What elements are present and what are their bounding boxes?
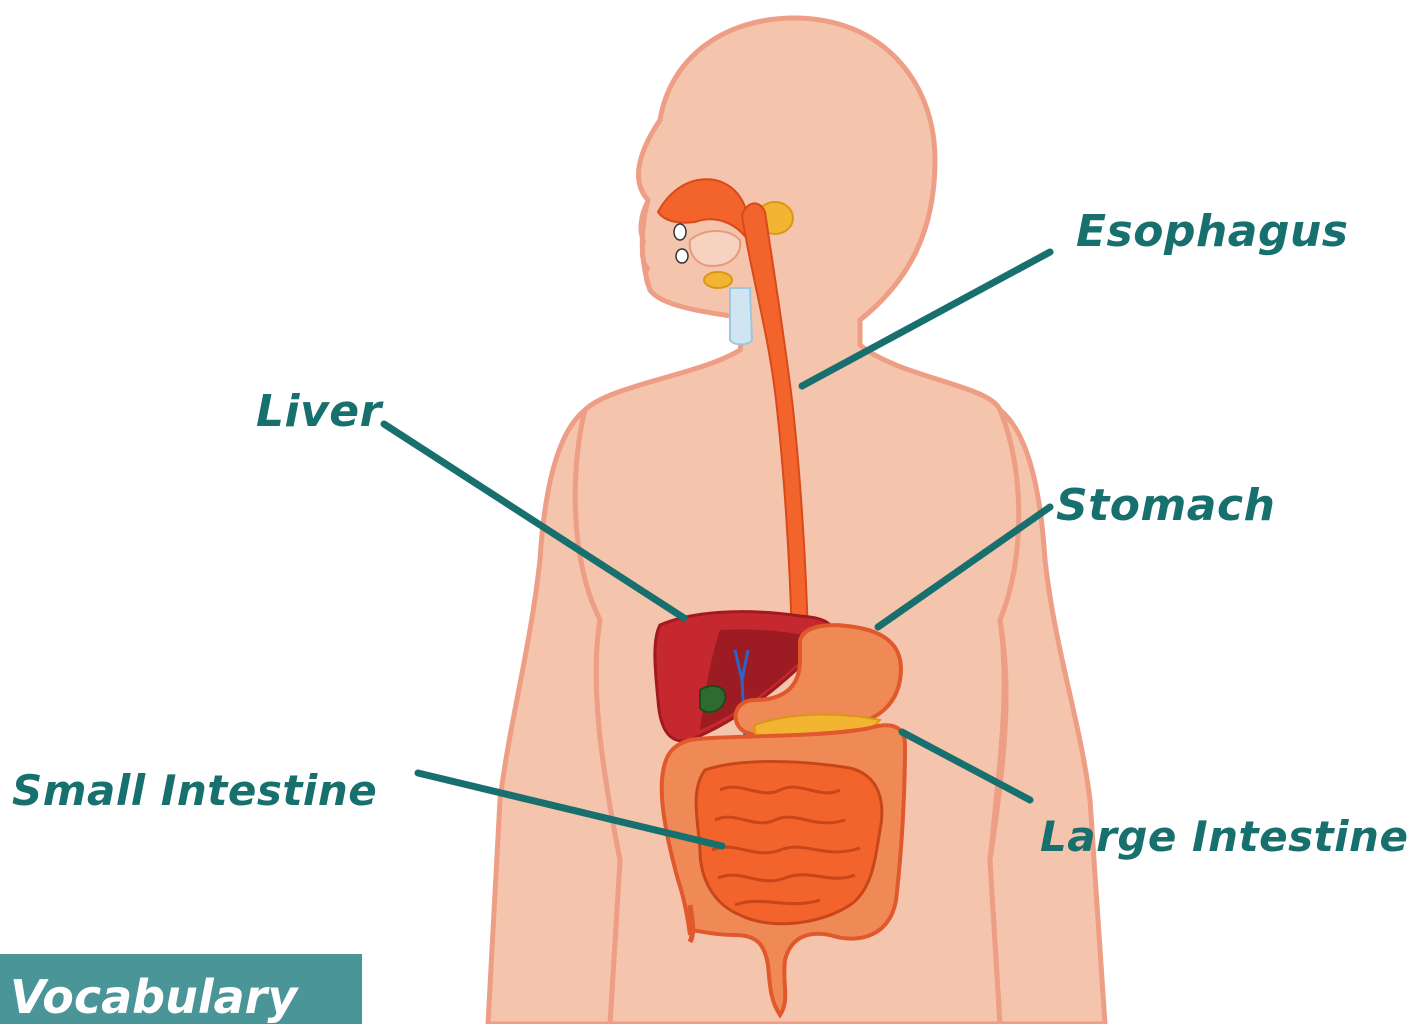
- small-intestine-organ: [696, 762, 882, 924]
- esophagus-label: Esophagus: [1076, 210, 1349, 254]
- teeth-upper: [674, 224, 686, 240]
- appendix: [690, 905, 693, 942]
- vocabulary-banner-text: Vocabulary: [10, 974, 297, 1020]
- stomach-label: Stomach: [1056, 484, 1275, 528]
- salivary-gland-lower: [704, 272, 732, 288]
- vocabulary-banner: Vocabulary: [0, 954, 362, 1024]
- trachea: [730, 288, 752, 345]
- teeth-lower: [676, 249, 688, 263]
- small-intestine-label: Small Intestine: [12, 770, 377, 812]
- liver-label: Liver: [256, 390, 382, 434]
- large-intestine-label: Large Intestine: [1040, 816, 1408, 858]
